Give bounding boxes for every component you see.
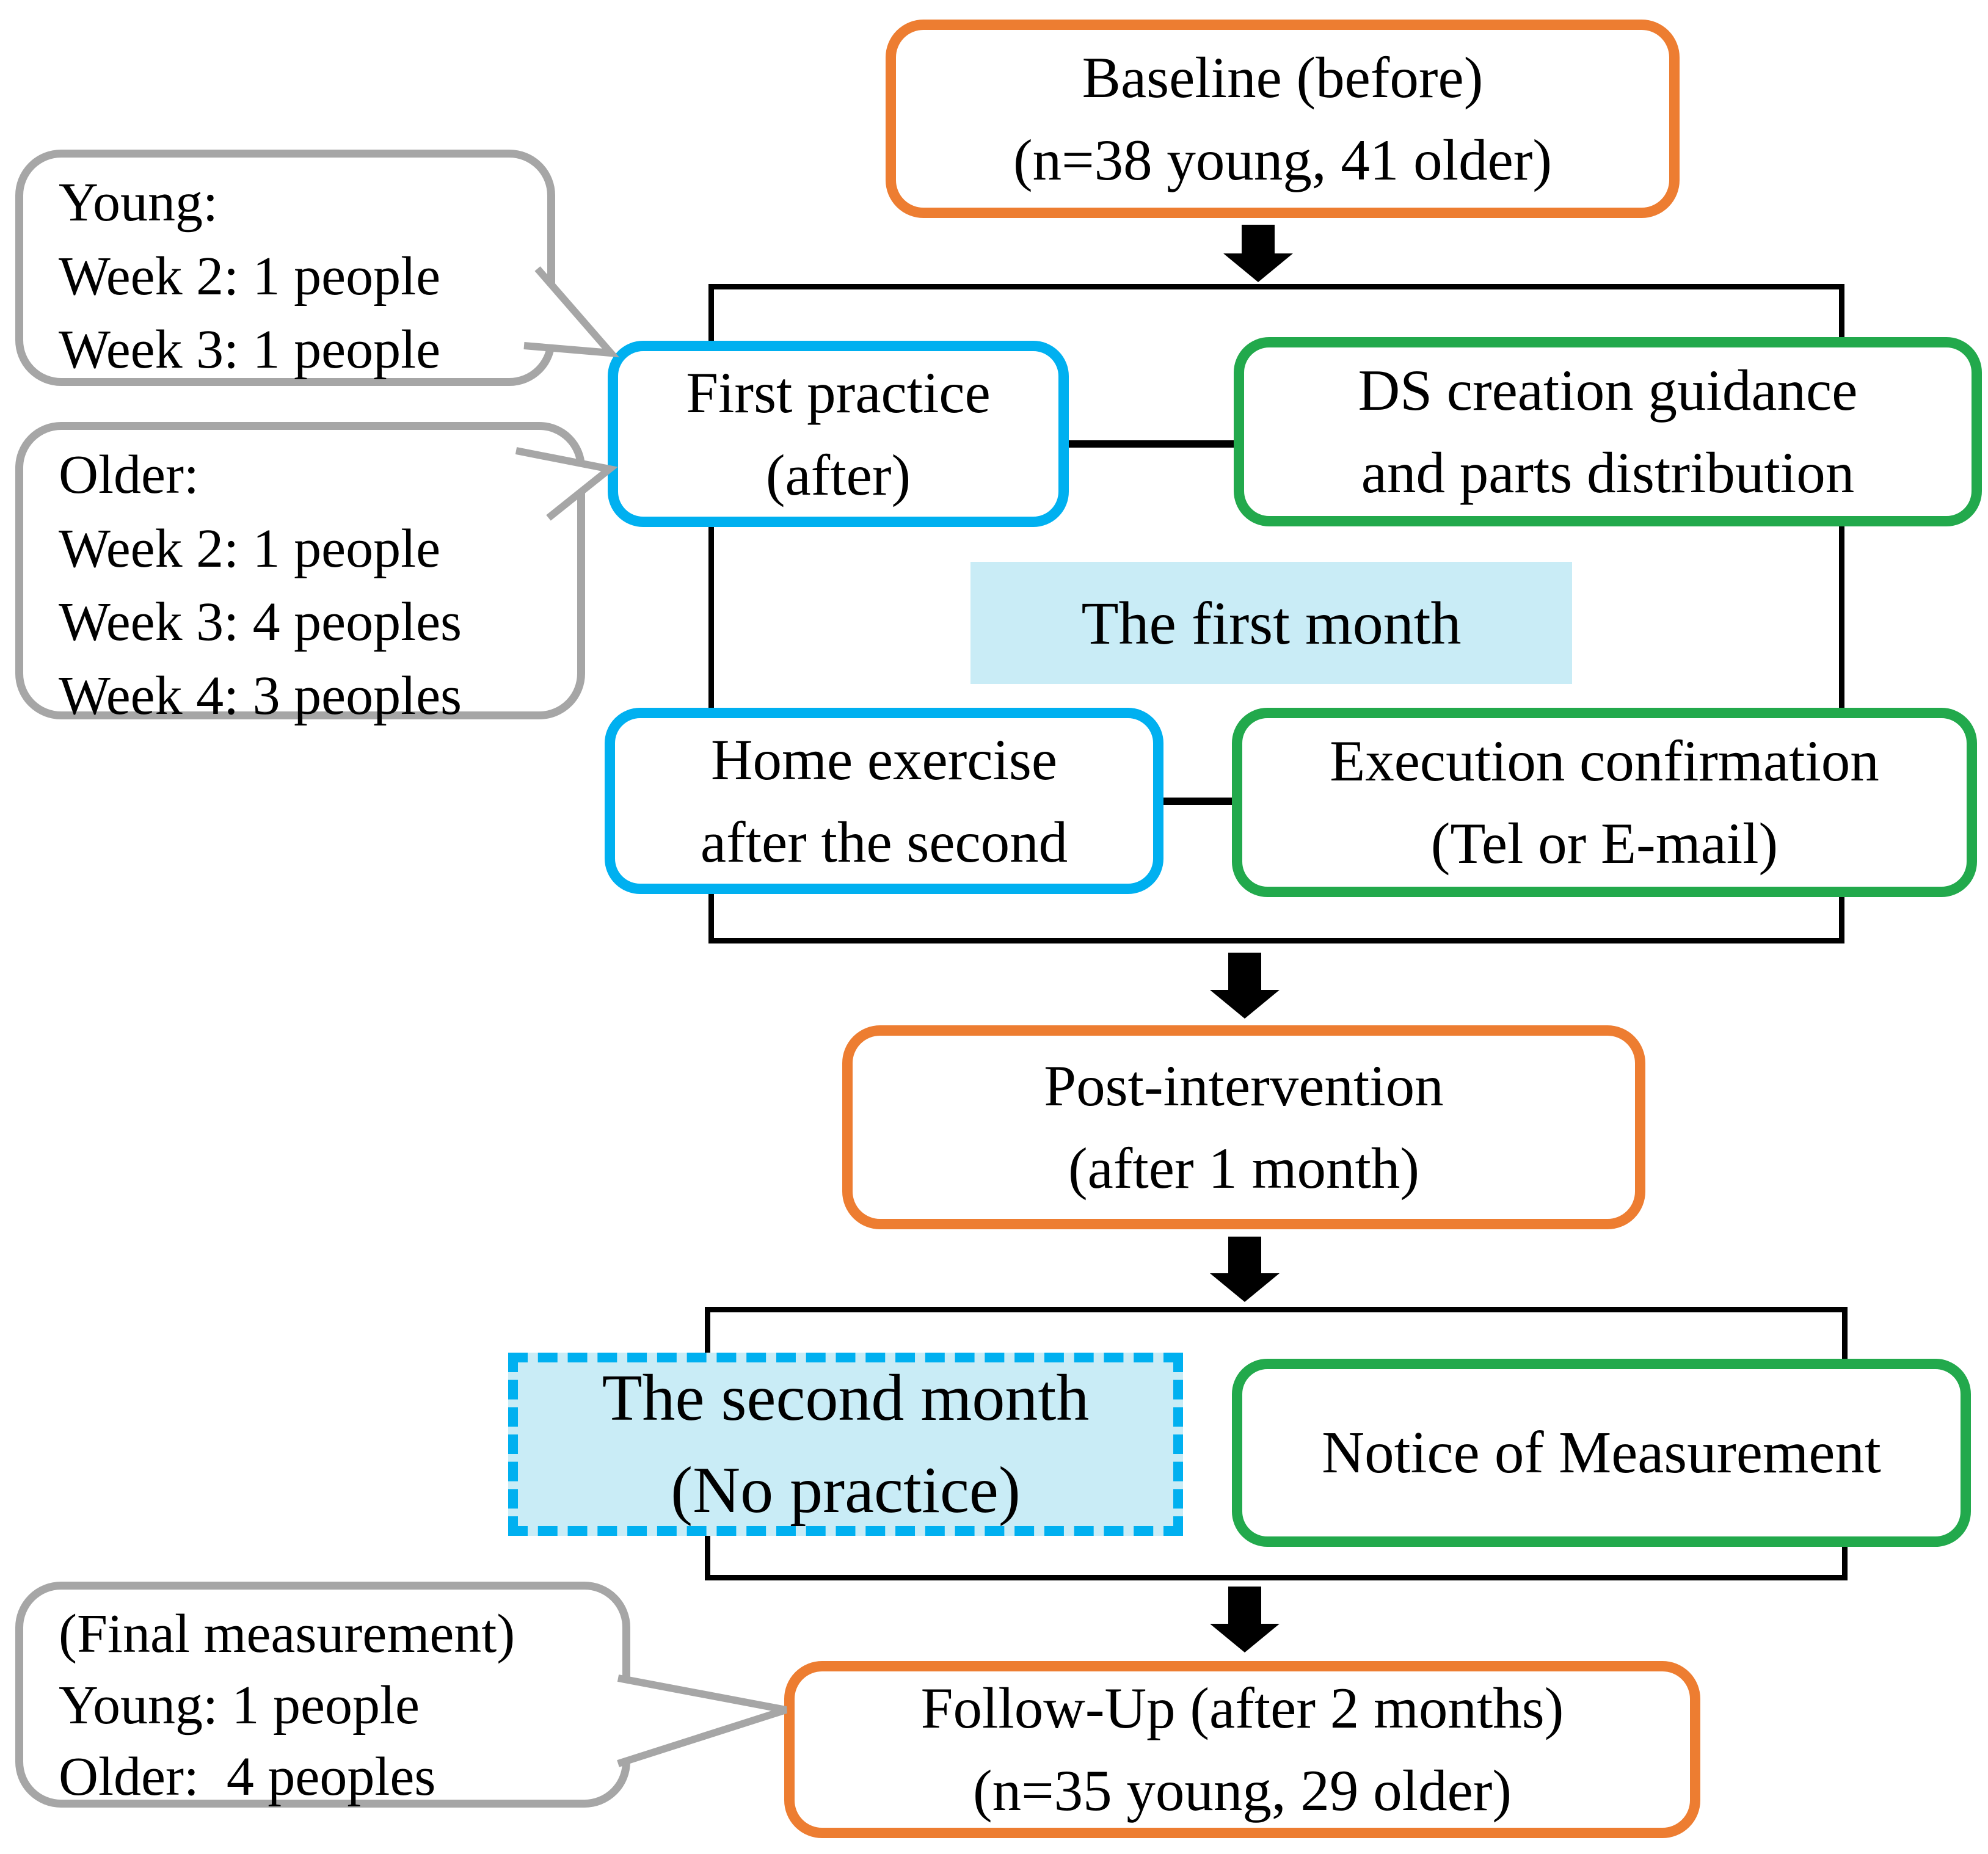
ds-creation-text: DS creation guidance and parts distribut… — [1358, 358, 1858, 505]
arrow-second-month-to-follow-up — [1210, 1587, 1280, 1652]
first-month-container — [708, 284, 1844, 943]
execution-confirmation-text: Execution confirmation (Tel or E-mail) — [1330, 729, 1879, 876]
callout-older-dropouts: Older: Week 2: 1 people Week 3: 4 people… — [15, 422, 585, 726]
post-intervention-box: Post-intervention (after 1 month) — [842, 1025, 1645, 1229]
first-month-label: The first month — [970, 562, 1572, 684]
follow-up-box: Follow-Up (after 2 months) (n=35 young, … — [784, 1661, 1700, 1838]
callout-older-dropouts-text: Older: Week 2: 1 people Week 3: 4 people… — [59, 445, 462, 726]
first-practice-box: First practice (after) — [608, 341, 1069, 527]
first-month-text: The first month — [1081, 589, 1462, 657]
arrow-first-month-to-post-intervention — [1210, 953, 1280, 1019]
callout-tail-final — [617, 1674, 787, 1767]
execution-confirmation-box: Execution confirmation (Tel or E-mail) — [1232, 708, 1977, 897]
second-month-box: The second month (No practice) — [508, 1353, 1183, 1536]
arrow-post-intervention-to-second-month — [1210, 1237, 1280, 1302]
home-exercise-text: Home exercise after the second — [700, 727, 1068, 874]
callout-tail-older — [515, 447, 618, 521]
follow-up-text: Follow-Up (after 2 months) (n=35 young, … — [920, 1676, 1564, 1823]
callout-tail-young — [523, 266, 620, 358]
notice-of-measurement-text: Notice of Measurement — [1322, 1420, 1881, 1486]
post-intervention-text: Post-intervention (after 1 month) — [1044, 1053, 1444, 1201]
callout-final-measurement: (Final measurement) Young: 1 people Olde… — [15, 1582, 630, 1808]
home-exercise-box: Home exercise after the second — [605, 708, 1163, 894]
first-practice-text: First practice (after) — [686, 360, 991, 507]
callout-final-measurement-text: (Final measurement) Young: 1 people Olde… — [59, 1604, 515, 1807]
notice-of-measurement-box: Notice of Measurement — [1232, 1359, 1971, 1547]
baseline-box: Baseline (before) (n=38 young, 41 older) — [886, 20, 1680, 218]
callout-young-dropouts-text: Young: Week 2: 1 people Week 3: 1 people — [59, 172, 441, 380]
ds-creation-box: DS creation guidance and parts distribut… — [1234, 337, 1982, 526]
arrow-baseline-to-first-month — [1223, 225, 1293, 282]
second-month-text: The second month (No practice) — [602, 1361, 1090, 1527]
baseline-text: Baseline (before) (n=38 young, 41 older) — [1013, 45, 1553, 192]
callout-young-dropouts: Young: Week 2: 1 people Week 3: 1 people — [15, 150, 555, 386]
